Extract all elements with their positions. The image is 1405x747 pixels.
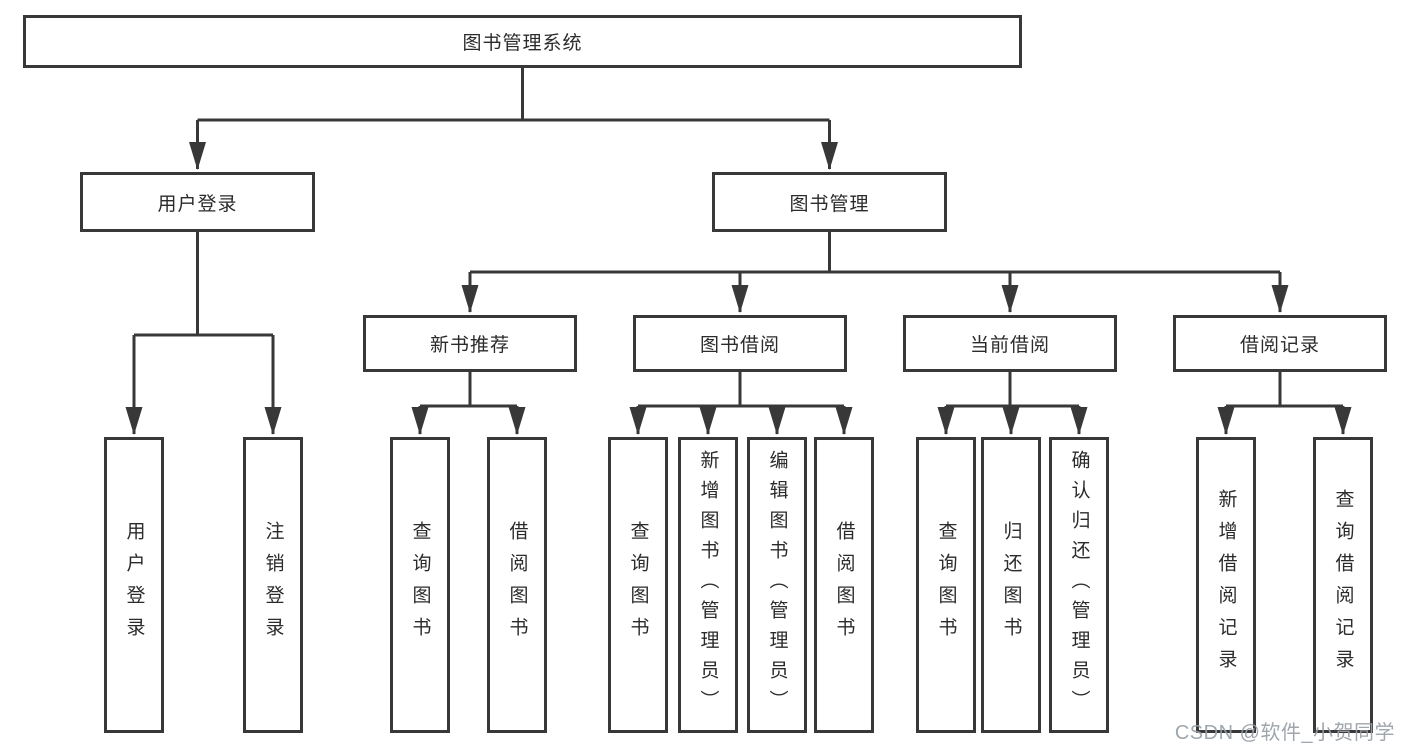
- node-user-login: 用户登录: [80, 172, 315, 232]
- node-label: 借阅记录: [1239, 335, 1320, 356]
- node-label: 借阅图书: [506, 521, 528, 649]
- node-label: 注销登录: [262, 521, 284, 649]
- leaf-confirm-return-admin: 确认归还（管理员）: [1049, 437, 1109, 733]
- leaf-edit-book-admin: 编辑图书（管理员）: [747, 437, 807, 733]
- leaf-query-books-borrow: 查询图书: [608, 437, 668, 733]
- node-current-borrow: 当前借阅: [903, 315, 1117, 372]
- node-book-management: 图书管理: [712, 172, 947, 232]
- leaf-borrow-books-recommend: 借阅图书: [487, 437, 547, 733]
- node-borrow-records: 借阅记录: [1173, 315, 1387, 372]
- node-label: 新书推荐: [429, 335, 510, 356]
- node-label: 图书管理系统: [462, 33, 583, 54]
- node-label: 编辑图书（管理员）: [766, 450, 788, 720]
- leaf-query-books-recommend: 查询图书: [390, 437, 450, 733]
- leaf-query-borrow-record: 查询借阅记录: [1313, 437, 1373, 733]
- node-label: 归还图书: [1000, 521, 1022, 649]
- node-label: 查询图书: [627, 521, 649, 649]
- leaf-add-book-admin: 新增图书（管理员）: [678, 437, 738, 733]
- node-book-borrow: 图书借阅: [633, 315, 847, 372]
- node-label: 新增图书（管理员）: [697, 450, 719, 720]
- leaf-borrow-books: 借阅图书: [814, 437, 874, 733]
- leaf-return-book: 归还图书: [981, 437, 1041, 733]
- node-label: 新增借阅记录: [1215, 489, 1237, 681]
- leaf-add-borrow-record: 新增借阅记录: [1196, 437, 1256, 733]
- node-label: 图书管理: [789, 193, 870, 215]
- node-label: 用户登录: [157, 193, 238, 215]
- leaf-user-login: 用户登录: [104, 437, 164, 733]
- node-label: 借阅图书: [833, 521, 855, 649]
- node-label: 用户登录: [123, 521, 145, 649]
- node-label: 当前借阅: [969, 335, 1050, 356]
- node-label: 查询图书: [935, 521, 957, 649]
- leaf-query-books-current: 查询图书: [916, 437, 976, 733]
- node-label: 确认归还（管理员）: [1068, 450, 1090, 720]
- node-label: 查询图书: [409, 521, 431, 649]
- leaf-logout: 注销登录: [243, 437, 303, 733]
- node-new-book-recommend: 新书推荐: [363, 315, 577, 372]
- node-library-management-system: 图书管理系统: [23, 15, 1022, 68]
- node-label: 查询借阅记录: [1332, 489, 1354, 681]
- node-label: 图书借阅: [699, 335, 780, 356]
